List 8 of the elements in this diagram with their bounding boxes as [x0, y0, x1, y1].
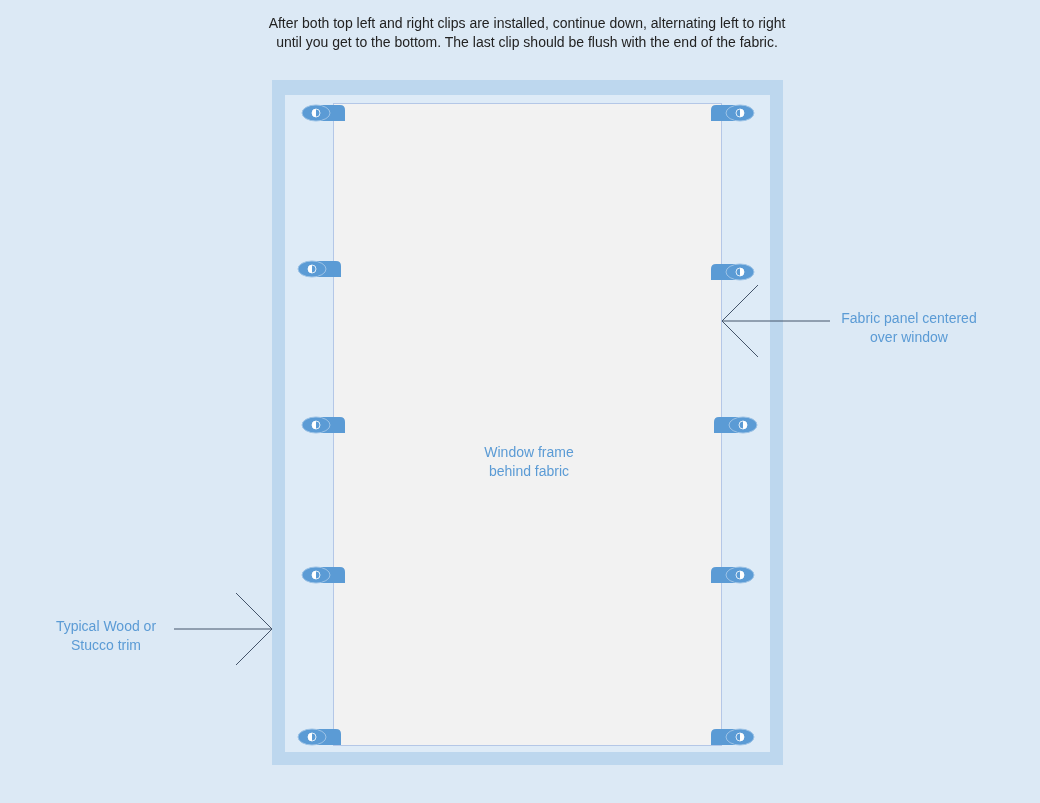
callout-text: Typical Wood or Stucco trim	[36, 617, 176, 657]
fabric-panel	[333, 103, 722, 746]
callout-text: Fabric panel centered over window	[826, 309, 992, 349]
trim-frame	[272, 80, 783, 765]
leader-arrow	[721, 284, 831, 358]
instruction-note: After both top left and right clips are installed, continue down, alternating left to right until you get to the bottom. The last clip should be flush with the end of the fabric.	[267, 14, 787, 52]
leader-arrow	[173, 592, 273, 666]
panel-label: Window frame behind fabric	[483, 443, 575, 481]
